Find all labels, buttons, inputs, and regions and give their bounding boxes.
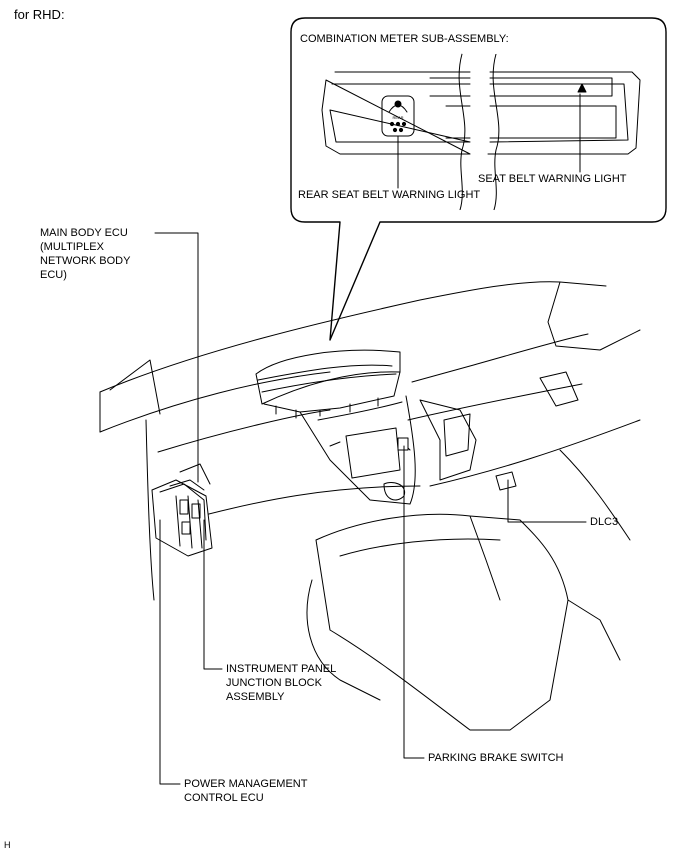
figure-code: H: [4, 840, 11, 850]
power-management-ecu-line-2: CONTROL ECU: [184, 792, 264, 804]
dlc3-part: [495, 471, 517, 491]
seat-belt-icon: [577, 83, 587, 93]
main-body-ecu-line-4: ECU): [40, 269, 67, 281]
main-body-ecu-label: MAIN BODY ECU (MULTIPLEX NETWORK BODY EC…: [40, 226, 130, 282]
instrument-panel-jb-label: INSTRUMENT PANEL JUNCTION BLOCK ASSEMBLY: [226, 662, 336, 704]
dashboard-outline: [99, 281, 641, 731]
ecu-cluster: [151, 479, 213, 557]
main-body-ecu-line-3: NETWORK BODY: [40, 255, 131, 267]
rear-seat-belt-warning-label: REAR SEAT BELT WARNING LIGHT: [298, 189, 481, 201]
instrument-panel-jb-line-1: INSTRUMENT PANEL: [226, 663, 337, 675]
parking-brake-switch-part: [397, 437, 409, 451]
callout-title: COMBINATION METER SUB-ASSEMBLY:: [300, 33, 509, 45]
power-management-ecu-label: POWER MANAGEMENT CONTROL ECU: [184, 777, 307, 805]
instrument-panel-jb-line-3: ASSEMBLY: [226, 691, 285, 703]
seat-belt-warning-label: SEAT BELT WARNING LIGHT: [478, 173, 627, 185]
leader-lines: [154, 232, 587, 785]
main-body-ecu-line-1: MAIN BODY ECU: [40, 227, 128, 239]
parking-brake-switch-label: PARKING BRAKE SWITCH: [428, 752, 564, 764]
callout-box: [290, 17, 667, 341]
power-management-ecu-line-1: POWER MANAGEMENT: [184, 778, 308, 790]
main-body-ecu-line-2: (MULTIPLEX: [40, 241, 104, 253]
variant-label: for RHD:: [14, 7, 65, 22]
rear-icon-text: REAR: [392, 115, 403, 120]
dlc3-label: DLC3: [590, 516, 619, 528]
instrument-panel-jb-line-2: JUNCTION BLOCK: [226, 677, 322, 689]
meter-face: REAR: [321, 50, 641, 214]
